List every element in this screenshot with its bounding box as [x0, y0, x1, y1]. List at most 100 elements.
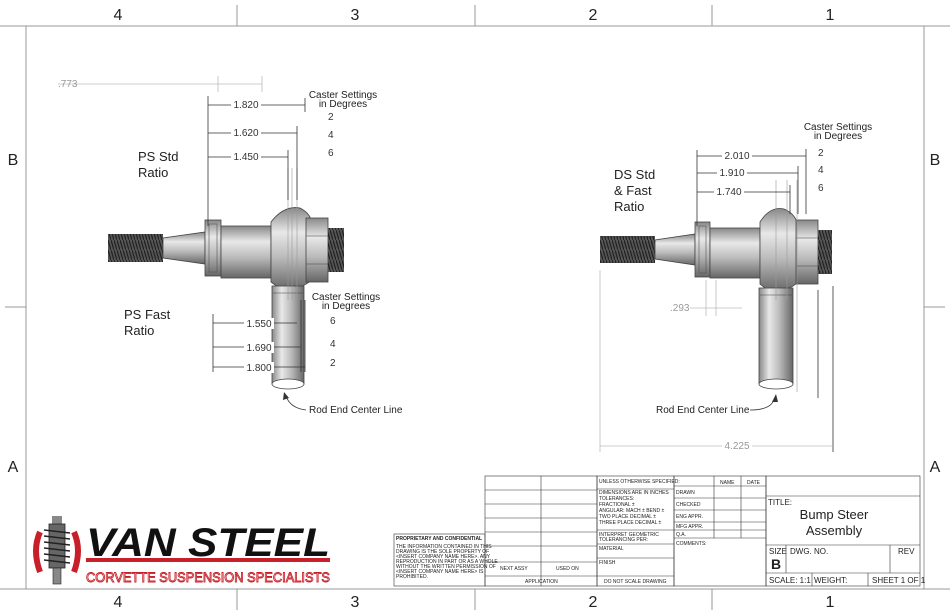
prop-line-2: DRAWING IS THE SOLE PROPERTY OF [396, 549, 489, 555]
sheet-label: SHEET 1 OF 1 [872, 576, 926, 585]
interpret-2: TOLERANCING PER: [599, 537, 648, 543]
interpret-1: INTERPRET GEOMETRIC [599, 532, 659, 538]
prop-line-7: PROHIBITED. [396, 574, 428, 580]
zone-bottom-3: 3 [351, 594, 360, 611]
zone-bottom-1: 1 [826, 594, 835, 611]
left-caster-top-2: in Degrees [319, 99, 367, 110]
left-caster-4: 4 [328, 130, 334, 141]
left-caster-b4: 4 [330, 339, 336, 350]
right-caster-val-6: 6 [818, 183, 824, 194]
zone-right-b: B [930, 152, 941, 169]
right-centerline-label: Rod End Center Line [656, 405, 750, 416]
proprietary-title: PROPRIETARY AND CONFIDENTIAL [396, 536, 482, 542]
dwg-no-label: DWG. NO. [790, 547, 828, 556]
left-dim-1800: 1.800 [246, 363, 271, 374]
sheet-border [0, 5, 950, 610]
row-comments: COMMENTS: [676, 541, 707, 547]
weight-label: WEIGHT: [814, 576, 847, 585]
zone-bottom-4: 4 [114, 594, 123, 611]
zone-bottom-2: 2 [589, 594, 598, 611]
tol-6: THREE PLACE DECIMAL ± [599, 520, 662, 526]
ps-fast-label-2: Ratio [124, 323, 154, 338]
left-dim-1620: 1.620 [233, 128, 258, 139]
row-mfg: MFG APPR. [676, 524, 703, 530]
row-drawn: DRAWN [676, 490, 695, 496]
prop-line-4: REPRODUCTION IN PART OR AS A WHOLE [396, 559, 498, 565]
row-eng: ENG APPR. [676, 514, 703, 520]
title-block [393, 475, 921, 587]
logo-name: VAN STEEL [86, 521, 330, 565]
right-overall-dim: 4.225 [724, 441, 749, 452]
title-line-2: Assembly [806, 523, 863, 538]
prop-line-3: <INSERT COMPANY NAME HERE>. ANY [396, 554, 491, 560]
right-dim-1740: 1.740 [716, 187, 741, 198]
left-caster-6: 6 [328, 148, 334, 159]
zone-top-3: 3 [351, 7, 360, 24]
right-caster-1: Caster Settings [804, 122, 872, 133]
zone-right-a: A [930, 459, 941, 476]
right-thread [600, 236, 655, 263]
application: APPLICATION [525, 579, 558, 585]
zone-left-b: B [8, 152, 19, 169]
right-assembly [600, 180, 832, 392]
shock-absorber-icon [33, 516, 81, 585]
ps-std-label-2: Ratio [138, 165, 168, 180]
left-caster-b6: 6 [330, 316, 336, 327]
title-line-1: Bump Steer [800, 507, 869, 522]
ps-std-label-1: PS Std [138, 149, 178, 164]
size-value: B [771, 556, 781, 572]
left-dim-1450: 1.450 [233, 152, 258, 163]
right-dim-2010: 2.010 [724, 151, 749, 162]
tol-3: FRACTIONAL ± [599, 502, 635, 508]
prop-line-1: THE INFORMATION CONTAINED IN THIS [396, 544, 492, 550]
material-label: MATERIAL [599, 546, 624, 552]
ds-label-3: Ratio [614, 199, 644, 214]
scale-label: SCALE: 1:1 [769, 576, 811, 585]
left-offset-dim: .773 [58, 79, 78, 90]
unless-specified: UNLESS OTHERWISE SPECIFIED: [599, 479, 680, 485]
left-dim-1550: 1.550 [246, 319, 271, 330]
next-assy: NEXT ASSY [500, 566, 528, 572]
do-not-scale: DO NOT SCALE DRAWING [604, 579, 667, 585]
zone-top-1: 1 [826, 7, 835, 24]
zone-left-a: A [8, 459, 19, 476]
left-caster-bottom-2: in Degrees [322, 301, 370, 312]
right-caster-2: in Degrees [814, 131, 862, 142]
left-thread [108, 234, 163, 262]
ps-fast-label-1: PS Fast [124, 307, 171, 322]
left-dim-1820: 1.820 [233, 100, 258, 111]
left-centerline-leader [285, 395, 307, 411]
tol-2: TOLERANCES: [599, 496, 634, 502]
size-label: SIZE [769, 547, 787, 556]
zone-top-4: 4 [114, 7, 123, 24]
right-caster-val-4: 4 [818, 165, 824, 176]
prop-line-5: WITHOUT THE WRITTEN PERMISSION OF [396, 564, 496, 570]
right-dim-1910: 1.910 [719, 168, 744, 179]
ds-label-1: DS Std [614, 167, 655, 182]
left-caster-bottom-1: Caster Settings [312, 292, 380, 303]
name-col: NAME [720, 480, 735, 486]
left-caster-b2: 2 [330, 358, 336, 369]
left-caster-2: 2 [328, 112, 334, 123]
rev-label: REV [898, 547, 915, 556]
used-on: USED ON [556, 566, 579, 572]
prop-line-6: <INSERT COMPANY NAME HERE> IS [396, 569, 484, 575]
logo-tagline: CORVETTE SUSPENSION SPECIALISTS [86, 569, 330, 585]
tol-5: TWO PLACE DECIMAL ± [599, 514, 656, 520]
right-small-dim-lines [690, 280, 742, 316]
ds-label-2: & Fast [614, 183, 652, 198]
left-caster-top-1: Caster Settings [309, 90, 377, 101]
left-assembly: .773 [58, 76, 344, 390]
van-steel-logo: VAN STEEL CORVETTE SUSPENSION SPECIALIST… [33, 516, 330, 585]
finish-label: FINISH [599, 560, 616, 566]
date-col: DATE [747, 480, 761, 486]
tol-4: ANGULAR: MACH ± BEND ± [599, 508, 664, 514]
left-dim-1690: 1.690 [246, 343, 271, 354]
row-qa: Q.A. [676, 532, 686, 538]
tol-1: DIMENSIONS ARE IN INCHES [599, 490, 669, 496]
left-centerline-label: Rod End Center Line [309, 405, 403, 416]
title-label: TITLE: [768, 498, 792, 507]
row-checked: CHECKED [676, 502, 701, 508]
right-overall-dim-lines [599, 270, 833, 452]
